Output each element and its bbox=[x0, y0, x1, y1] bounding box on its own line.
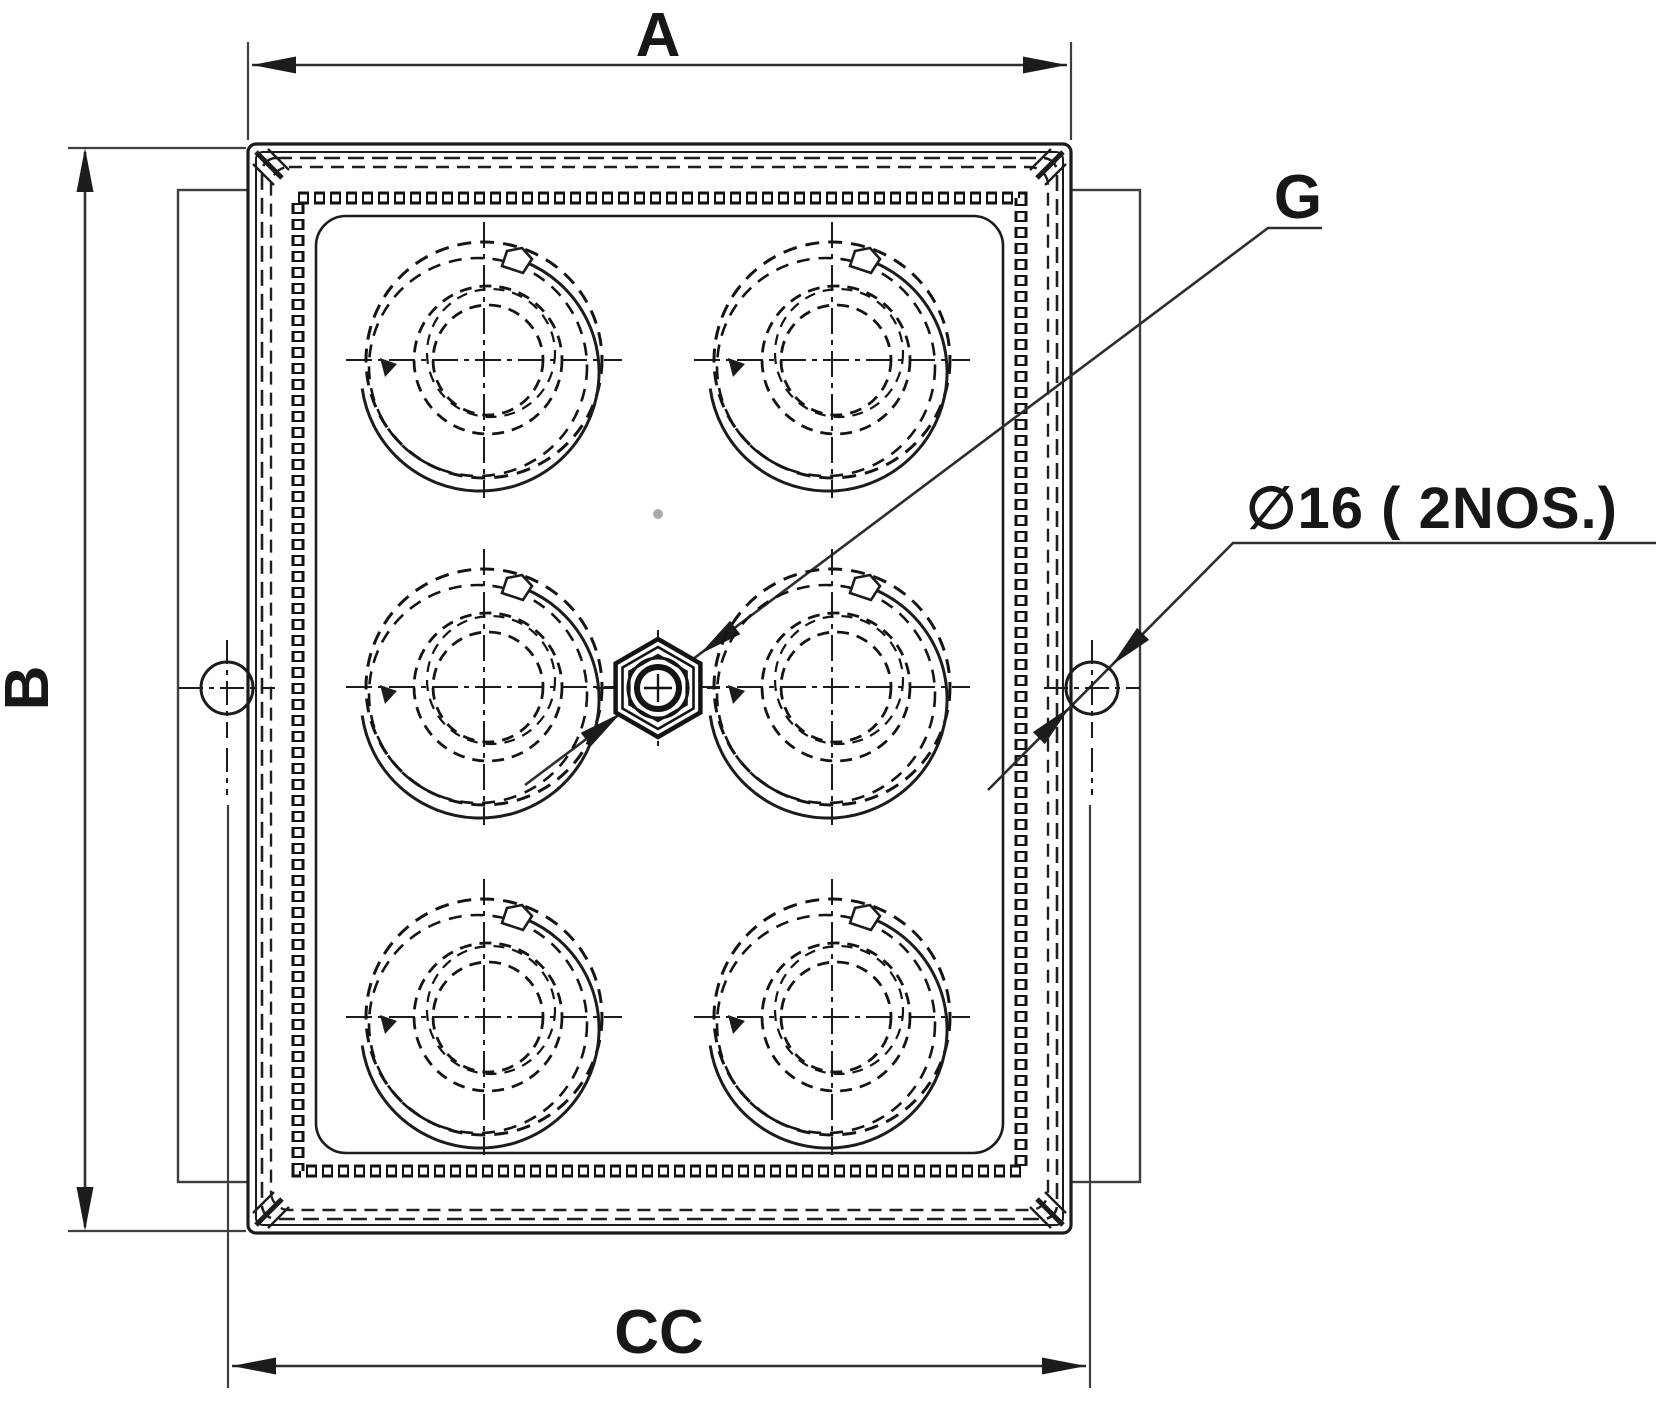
mounting-hole-right bbox=[1044, 640, 1140, 795]
dim-a-arrow-left bbox=[252, 56, 296, 74]
seal-chain-pattern bbox=[291, 191, 1028, 1178]
hole-callout-leader bbox=[987, 541, 1656, 791]
dimension-cc bbox=[226, 805, 1092, 1388]
mounting-hole-left bbox=[179, 640, 275, 795]
dim-b-arrow-bottom bbox=[76, 1187, 94, 1231]
mounting-hole-right-centerlines bbox=[1044, 640, 1140, 795]
mounting-hole-left-centerlines bbox=[179, 640, 275, 795]
hole-callout-label: ∅16 ( 2NOS.) bbox=[1246, 476, 1618, 541]
dim-cc-arrow-left bbox=[232, 1357, 276, 1375]
dim-cc-extension-lines bbox=[226, 805, 1092, 1388]
dim-b-arrow-top bbox=[76, 148, 94, 192]
inner-panel-outline bbox=[314, 214, 1005, 1155]
gland-label: G bbox=[1274, 163, 1322, 232]
hole-callout-arrow-upper bbox=[1105, 627, 1150, 672]
dim-cc-label: CC bbox=[614, 1298, 704, 1367]
dim-cc-arrow-right bbox=[1042, 1357, 1086, 1375]
dim-b-label: B bbox=[0, 666, 62, 711]
center-reference-dot bbox=[653, 509, 663, 519]
dim-a-label: A bbox=[636, 1, 681, 70]
dim-a-extension-lines bbox=[246, 42, 1073, 140]
gland-leader bbox=[524, 226, 1322, 787]
dim-a-arrow-right bbox=[1023, 56, 1067, 74]
dim-b-extension-lines bbox=[68, 146, 246, 1233]
dimension-b bbox=[68, 146, 246, 1233]
earth-stud-hex bbox=[596, 630, 720, 746]
dimension-a bbox=[246, 42, 1073, 140]
